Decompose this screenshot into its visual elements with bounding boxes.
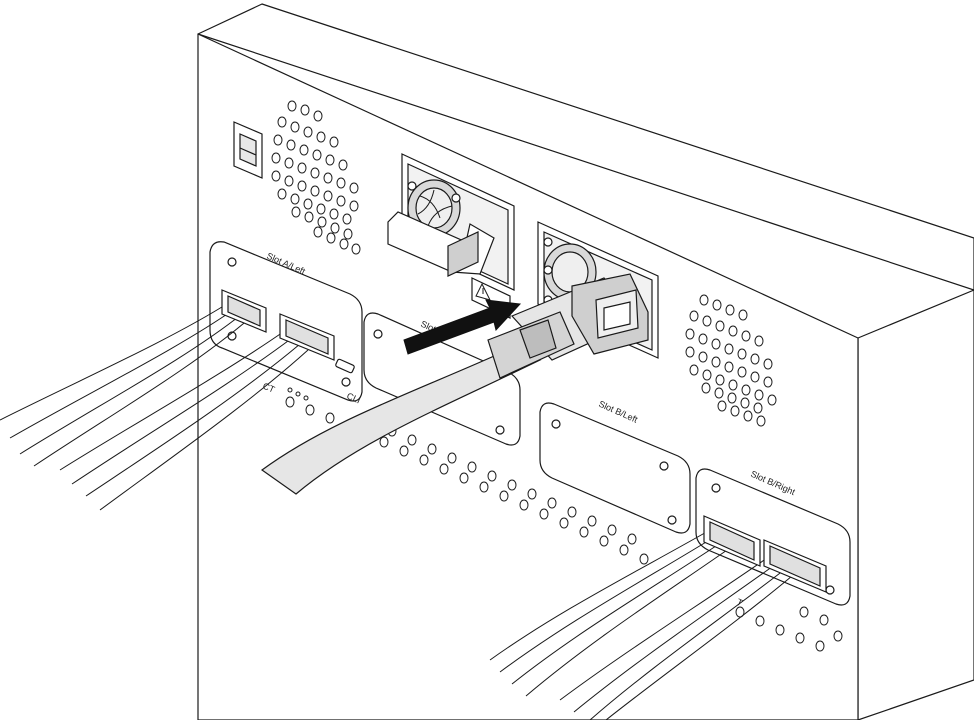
- fiber-cables-slot-a: [0, 301, 309, 511]
- fiber-connectors-slot-b[interactable]: [703, 515, 827, 593]
- chassis-front: [197, 33, 859, 720]
- chassis-top: [197, 3, 974, 291]
- arrow-icon: [403, 299, 522, 355]
- power-switch-icon[interactable]: [233, 121, 263, 179]
- vent-rows-bottom: [285, 396, 843, 652]
- act-label-b: T: [735, 597, 745, 609]
- psu-bay-left: [387, 153, 515, 319]
- warning-triangle-icon: [475, 282, 491, 301]
- fiber-connectors-slot-a[interactable]: [221, 289, 335, 361]
- fan-icon: [405, 179, 461, 237]
- act-label-a: CT: [261, 381, 276, 395]
- chassis-side: [857, 289, 974, 720]
- fiber-cables-slot-b: [489, 529, 793, 720]
- power-plug[interactable]: [571, 273, 649, 355]
- chassis: [197, 3, 974, 720]
- vent-grille-right: [685, 294, 777, 427]
- vent-grille-left: [271, 100, 361, 255]
- network-icon: [287, 387, 309, 401]
- usb-icon: [335, 358, 355, 374]
